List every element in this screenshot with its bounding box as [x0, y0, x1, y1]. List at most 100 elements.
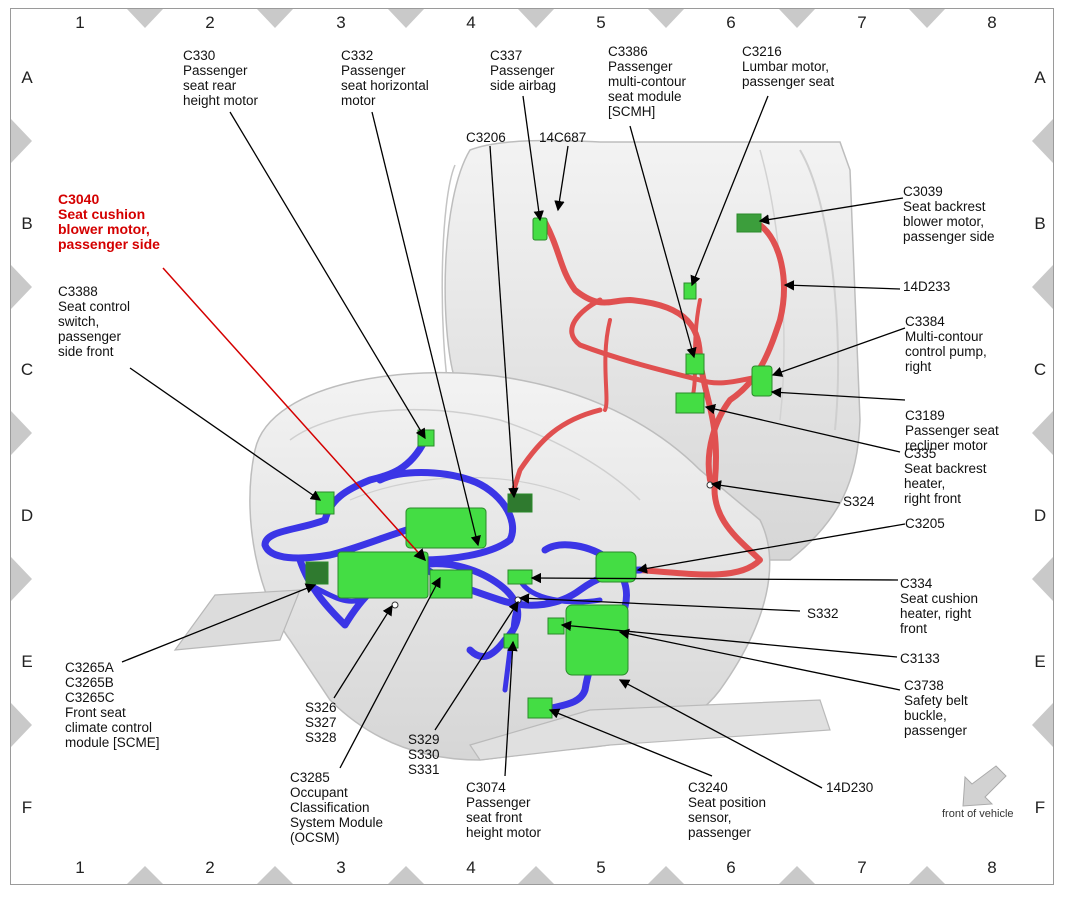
callout-c3738: C3738 Safety belt buckle, passenger — [904, 678, 968, 738]
seat-cushion-shape — [249, 371, 771, 761]
leader-c334 — [530, 572, 899, 584]
connector-c337 — [532, 217, 548, 241]
callout-c3386: C3386 Passenger multi-contour seat modul… — [608, 44, 687, 119]
column-number: 7 — [857, 858, 867, 877]
leader-s326 — [333, 604, 393, 699]
callout-c3384: C3384 Multi-contour control pump, right — [905, 314, 987, 374]
column-number: 8 — [987, 13, 997, 32]
column-number: 6 — [726, 13, 736, 32]
leader-c3265 — [121, 583, 317, 663]
harness-red — [509, 219, 787, 578]
callout-c3388: C3388 Seat control switch, passenger sid… — [58, 284, 131, 359]
leader-c3216 — [690, 95, 769, 287]
leader-c3206 — [489, 145, 519, 499]
leader-lines — [121, 95, 906, 789]
connector-c3074 — [503, 633, 519, 649]
column-number: 4 — [466, 13, 476, 32]
row-letter: F — [1034, 798, 1046, 817]
callout-c3133: C3133 — [900, 651, 940, 666]
callout-c3074: C3074 Passenger seat front height motor — [466, 780, 542, 840]
callout-c332: C332 Passenger seat horizontal motor — [341, 48, 429, 108]
callout-s329: S329 S330 S331 — [408, 732, 440, 777]
callout-c3189: C3189 Passenger seat recliner motor — [905, 408, 999, 453]
connector-c3133 — [547, 617, 565, 635]
connector-c3206 — [507, 493, 533, 513]
callout-s326: S326 S327 S328 — [305, 700, 337, 745]
row-letter: C — [1033, 360, 1047, 379]
column-number: 2 — [205, 858, 215, 877]
callout-c3206: C3206 — [466, 130, 506, 145]
callout-c330: C330 Passenger seat rear height motor — [183, 48, 259, 108]
leader-c3240 — [548, 708, 713, 777]
callout-c337: C337 Passenger side airbag — [490, 48, 557, 93]
connector-c3189 — [675, 392, 705, 414]
diagram-frame — [10, 8, 1054, 885]
leader-c3205 — [636, 523, 906, 574]
callout-c335: C335 Seat backrest heater, right front — [904, 446, 987, 506]
leader-c3040 — [162, 267, 427, 562]
leader-14c687 — [554, 145, 569, 212]
column-number: 6 — [726, 858, 736, 877]
callout-c3205: C3205 — [905, 516, 945, 531]
connector-c3265-module — [337, 551, 429, 599]
callout-s332: S332 — [807, 606, 839, 621]
column-number: 3 — [336, 858, 346, 877]
callout-14d230: 14D230 — [826, 780, 874, 795]
connector-c3240 — [527, 697, 553, 719]
leader-c335 — [704, 403, 901, 453]
row-letter: C — [20, 360, 34, 379]
row-letter: A — [1034, 68, 1046, 87]
callout-c3285: C3285 Occupant Classification System Mod… — [290, 770, 384, 845]
callout-14d233: 14D233 — [903, 279, 951, 294]
leader-c3285 — [339, 576, 441, 769]
connector-c3388 — [315, 491, 335, 515]
column-number: 8 — [987, 858, 997, 877]
row-letter: E — [21, 652, 33, 671]
callout-c3216: C3216 Lumbar motor, passenger seat — [742, 44, 835, 89]
leader-c3386 — [629, 125, 697, 359]
connector-c3039 — [736, 213, 762, 233]
row-letter: D — [1033, 506, 1047, 525]
callout-c3240: C3240 Seat position sensor, passenger — [688, 780, 767, 840]
connector-c3265 — [305, 561, 329, 585]
callout-c334: C334 Seat cushion heater, right front — [900, 576, 979, 636]
leader-s329 — [434, 600, 519, 731]
connectors — [305, 213, 773, 719]
leader-c3384 — [771, 327, 906, 377]
leader-c3074 — [504, 640, 518, 777]
callout-c3265: C3265A C3265B C3265C Front seat climate … — [65, 660, 160, 750]
column-number: 5 — [596, 858, 606, 877]
column-number: 5 — [596, 13, 606, 32]
leader-c3133 — [560, 620, 898, 658]
connector-c334 — [507, 569, 533, 585]
leader-c337 — [522, 95, 544, 222]
seat-rail-shape — [173, 589, 831, 761]
row-letter: A — [21, 68, 33, 87]
connector-c3384 — [751, 365, 773, 397]
column-number: 7 — [857, 13, 867, 32]
row-letter: D — [20, 506, 34, 525]
front-of-vehicle-label: front of vehicle — [942, 808, 1014, 820]
column-number: 2 — [205, 13, 215, 32]
connector-c3205 — [595, 551, 637, 583]
row-letter: B — [21, 214, 33, 233]
leader-c3039 — [758, 197, 904, 225]
leader-s332 — [518, 593, 801, 612]
column-number: 1 — [75, 858, 85, 877]
row-letter: B — [1034, 214, 1046, 233]
connector-c3738 — [565, 604, 629, 676]
column-number: 1 — [75, 13, 85, 32]
splice-s326 — [391, 601, 399, 609]
callout-s324: S324 — [843, 494, 875, 509]
connector-c332 — [405, 507, 487, 549]
row-letter: E — [1034, 652, 1046, 671]
row-letter: F — [21, 798, 33, 817]
leader-14d230 — [618, 679, 823, 789]
callout-14c687: 14C687 — [539, 130, 587, 145]
callout-c3040: C3040 Seat cushion blower motor, passeng… — [58, 191, 160, 252]
leader-14d233 — [783, 280, 901, 291]
column-number: 3 — [336, 13, 346, 32]
connector-c3386 — [685, 353, 705, 375]
